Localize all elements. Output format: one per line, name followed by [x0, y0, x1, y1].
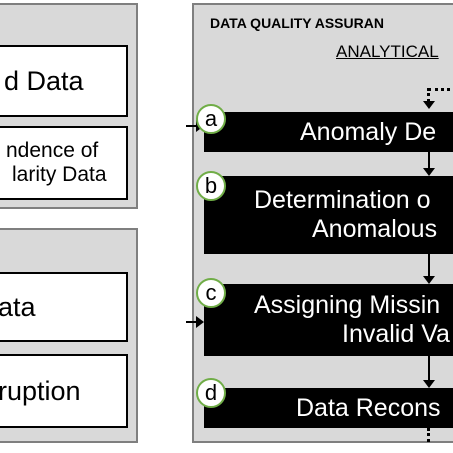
bottom-dotted-connector — [427, 428, 430, 442]
step-b-line1: Determination o — [254, 186, 431, 215]
left-top-box-2-line1: ndence of — [6, 139, 99, 162]
left-bottom-box-1: ata — [0, 272, 128, 342]
step-d-marker: d — [196, 378, 226, 408]
left-bottom-box-2-label: ruption — [0, 375, 81, 406]
step-b-line2: Anomalous — [312, 215, 438, 243]
connector-b-c-head — [423, 276, 435, 284]
step-d-box: Data Recons — [204, 388, 453, 428]
left-top-box-2: ndence of larity Data — [0, 126, 128, 200]
step-a-line1: Anomaly De — [300, 117, 437, 146]
step-c-line2: Invalid Va — [342, 320, 450, 348]
arrow-into-a-line — [186, 125, 198, 127]
connector-b-c — [428, 254, 430, 278]
left-top-box-1: d Data — [0, 45, 128, 117]
right-panel-subtitle: ANALYTICAL — [336, 42, 439, 61]
top-arrow-head — [423, 101, 435, 109]
step-b-box: Determination o Anomalous — [204, 176, 453, 254]
step-d-line1: Data Recons — [296, 393, 441, 422]
connector-a-b-head — [423, 168, 435, 176]
arrow-into-c-line — [186, 321, 198, 323]
step-b-marker: b — [196, 171, 226, 201]
connector-a-b — [428, 152, 430, 170]
step-a-marker: a — [196, 104, 226, 134]
step-c-box: Assigning Missin Invalid Va — [204, 284, 453, 356]
step-a-box: Anomaly De — [204, 112, 453, 152]
step-b-marker-letter: b — [204, 173, 218, 198]
step-d-marker-letter: d — [204, 380, 218, 405]
step-c-marker: c — [196, 278, 226, 308]
step-c-marker-letter: c — [205, 280, 217, 305]
left-top-box-2-line2: larity Data — [12, 163, 107, 186]
left-top-box-1-label: d Data — [4, 65, 84, 96]
top-dotted-connector-vertical — [427, 88, 430, 102]
left-bottom-box-1-label: ata — [0, 291, 36, 322]
arrow-into-c-head — [196, 316, 204, 328]
right-panel-title: DATA QUALITY ASSURAN — [210, 15, 384, 31]
connector-c-d — [428, 356, 430, 382]
top-dotted-connector — [428, 88, 453, 91]
connector-c-d-head — [423, 380, 435, 388]
left-bottom-box-2: ruption — [0, 354, 128, 428]
step-a-marker-letter: a — [204, 106, 218, 131]
step-c-line1: Assigning Missin — [254, 291, 441, 320]
